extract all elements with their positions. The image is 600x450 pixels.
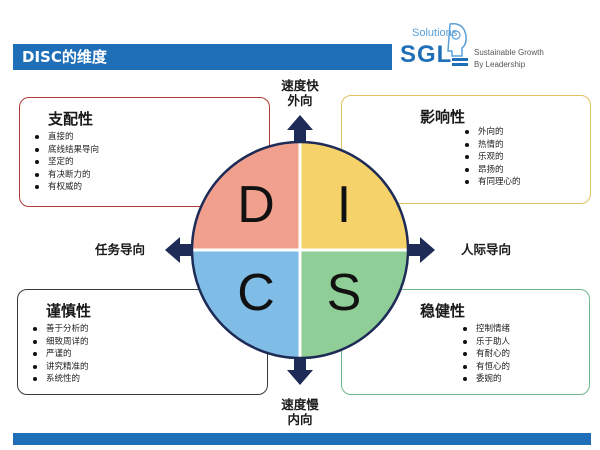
list-influence: 外向的 热情的 乐观的 昂扬的 有同理心的	[462, 126, 521, 189]
list-item: 系统性的	[30, 373, 89, 386]
page-title: DISC的维度	[22, 48, 107, 66]
logo-tagline-2: By Leadership	[474, 60, 526, 69]
list-item: 有权威的	[32, 181, 99, 194]
arrow-right-icon	[408, 237, 435, 263]
logo-brand: SGL	[400, 41, 453, 68]
list-dominance: 直接的 底线结果导向 坚定的 有决断力的 有权威的	[32, 131, 99, 194]
box-title-dominance: 支配性	[48, 110, 94, 128]
arrow-up-icon	[287, 115, 313, 142]
list-item: 外向的	[462, 126, 521, 139]
box-title-influence: 影响性	[420, 108, 466, 126]
list-item: 昂扬的	[462, 164, 521, 177]
box-title-steadiness: 稳健性	[420, 302, 466, 320]
quadrant-s	[300, 250, 408, 358]
list-item: 讲究精准的	[30, 361, 89, 374]
list-item: 有耐心的	[460, 348, 510, 361]
bottom-bar	[13, 433, 591, 445]
list-item: 善于分析的	[30, 323, 89, 336]
axis-label-bottom: 速度慢 内向	[260, 397, 340, 427]
list-item: 坚定的	[32, 156, 99, 169]
axis-label-top-line2: 外向	[287, 93, 313, 108]
logo-solutions: Solutions	[412, 27, 458, 39]
quadrant-c	[192, 250, 300, 358]
list-item: 有恒心的	[460, 361, 510, 374]
list-steadiness: 控制情绪 乐于助人 有耐心的 有恒心的 委婉的	[460, 323, 510, 386]
letter-c: C	[237, 264, 275, 322]
list-item: 直接的	[32, 131, 99, 144]
list-item: 委婉的	[460, 373, 510, 386]
list-item: 乐观的	[462, 151, 521, 164]
list-item: 控制情绪	[460, 323, 510, 336]
box-title-conscientiousness: 谨慎性	[46, 302, 92, 320]
list-item: 乐于助人	[460, 336, 510, 349]
list-item: 严谨的	[30, 348, 89, 361]
list-item: 细致周详的	[30, 336, 89, 349]
arrow-down-icon	[287, 358, 313, 385]
axis-label-top-line1: 速度快	[281, 78, 319, 93]
axis-label-left: 任务导向	[94, 242, 145, 257]
arrow-left-icon	[165, 237, 192, 263]
quadrant-i	[300, 142, 408, 250]
axis-label-bottom-line1: 速度慢	[281, 397, 319, 412]
list-item: 有同理心的	[462, 176, 521, 189]
axis-label-bottom-line2: 内向	[287, 412, 313, 427]
logo-tagline-1: Sustainable Growth	[474, 48, 544, 57]
head-gear-icon	[447, 23, 468, 66]
list-item: 热情的	[462, 139, 521, 152]
sgl-logo: Solutions SGL Sustainable Growth By Lead…	[392, 18, 592, 72]
quadrant-d	[192, 142, 300, 250]
axis-label-top: 速度快 外向	[260, 78, 340, 108]
box-steadiness: 稳健性 控制情绪 乐于助人 有耐心的 有恒心的 委婉的	[341, 289, 590, 395]
letter-s: S	[326, 264, 362, 322]
list-conscientiousness: 善于分析的 细致周详的 严谨的 讲究精准的 系统性的	[30, 323, 89, 386]
letter-d: D	[237, 176, 275, 234]
axis-label-right: 人际导向	[460, 242, 511, 257]
list-item: 底线结果导向	[32, 144, 99, 157]
list-item: 有决断力的	[32, 169, 99, 182]
letter-i: I	[336, 176, 352, 234]
